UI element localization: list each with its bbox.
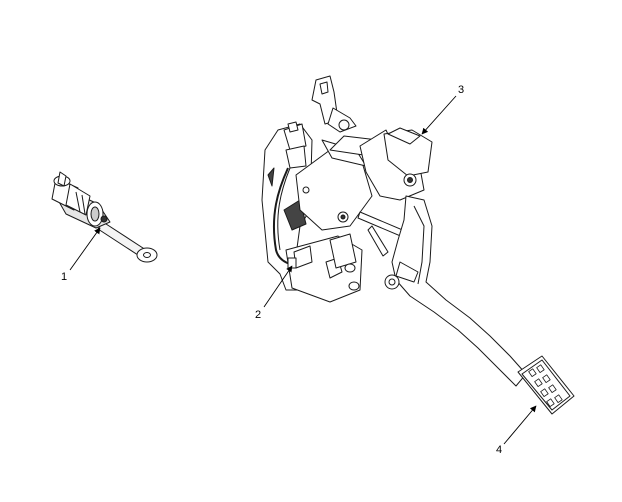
leader-2 [263,265,293,308]
clutch-pedal-assembly-icon [261,75,575,415]
leader-3 [421,95,457,135]
callout-label-2: 2 [255,309,261,321]
leader-4 [503,405,537,445]
leader-1 [69,227,101,271]
callout-label-1: 1 [61,271,67,283]
callout-leaders [69,95,537,445]
callout-label-3: 3 [458,84,464,96]
master-cylinder-icon [51,171,158,263]
callout-label-4: 4 [496,444,502,456]
